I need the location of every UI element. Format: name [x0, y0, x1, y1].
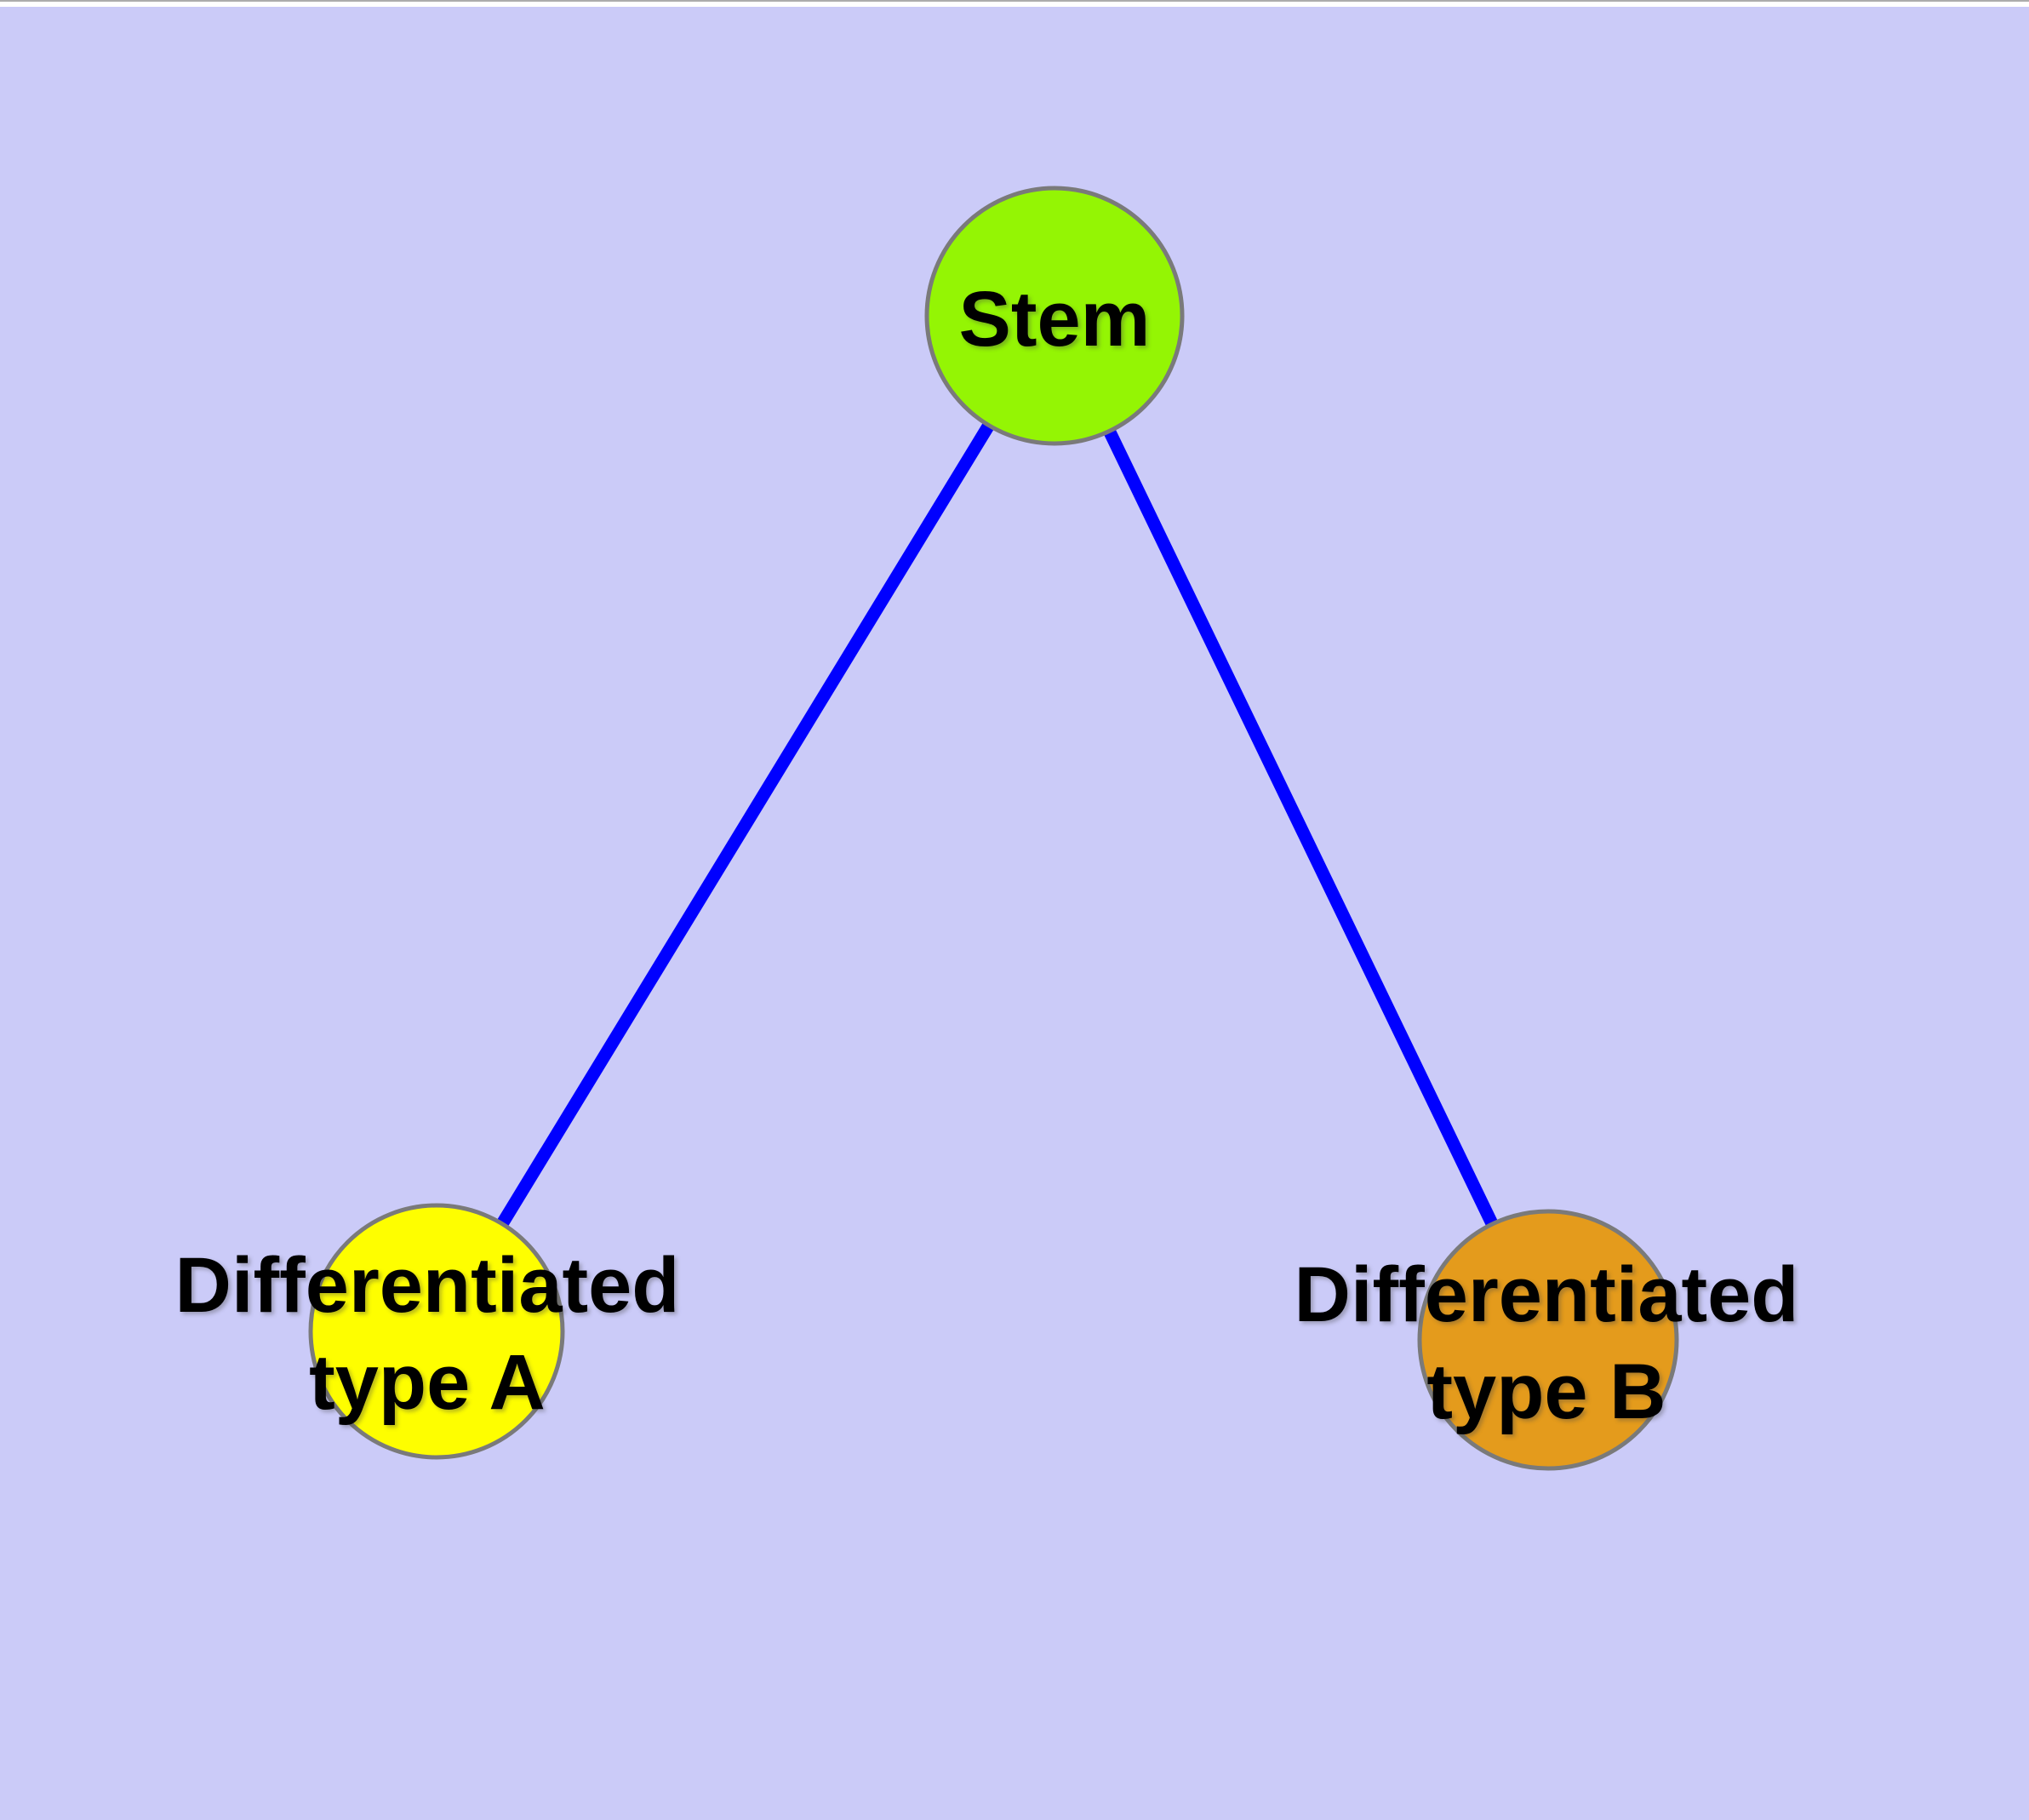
- window-top-strip: [0, 0, 2029, 7]
- node-type-a-label: Differentiated type A: [174, 1242, 680, 1426]
- node-type-b-label: Differentiated type B: [1294, 1251, 1799, 1435]
- node-type-a-circle: [308, 1203, 565, 1460]
- edge-stem-to-type-b: [1049, 314, 1554, 1343]
- node-stem-circle: [924, 186, 1185, 446]
- node-stem-label: Stem: [958, 276, 1151, 363]
- edge-stem-to-type-a: [431, 314, 1060, 1335]
- node-type-b-circle: [1417, 1209, 1679, 1471]
